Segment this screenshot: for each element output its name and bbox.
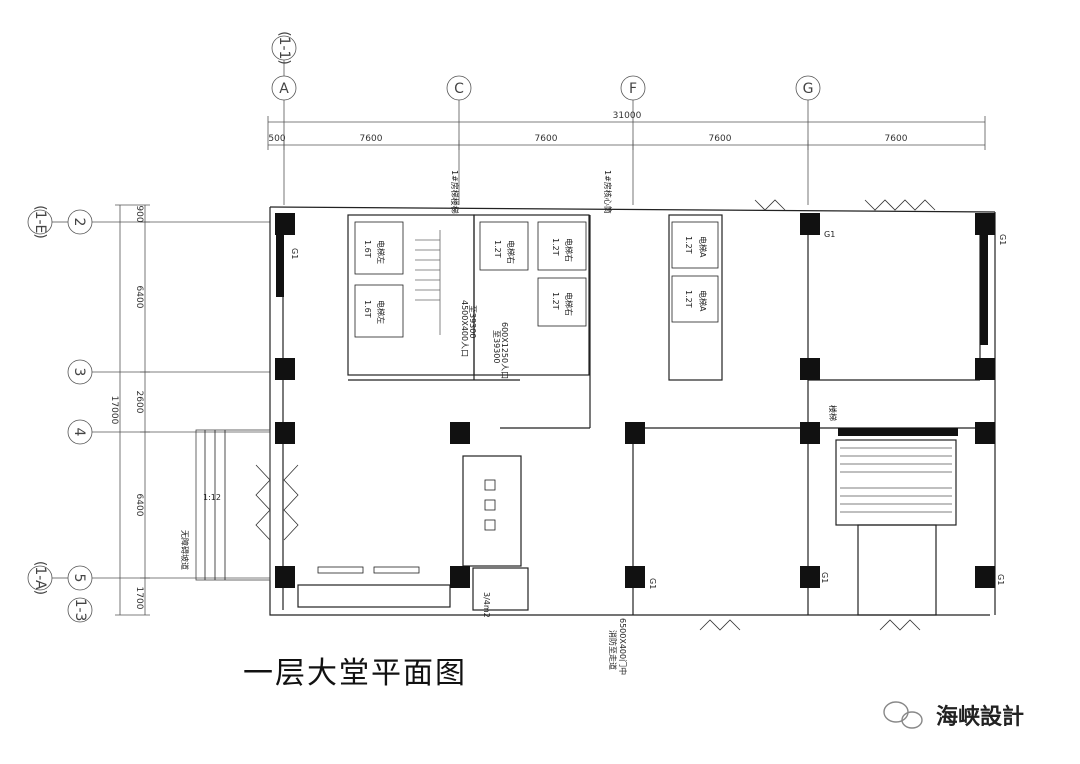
dim-top-3: 7600 xyxy=(709,134,732,144)
elevator-g-cap: 1.2T xyxy=(684,290,693,308)
label-core-1: 1#房核心筒 xyxy=(603,170,613,214)
wechat-icon xyxy=(883,701,923,729)
elevator-c-label: 电梯右 xyxy=(506,240,516,264)
grid-label-3: 3 xyxy=(71,368,87,377)
elevator-cars xyxy=(195,199,952,631)
watermark: 海峡設計 xyxy=(883,701,1024,730)
g1-label-1: G1 xyxy=(290,248,299,259)
grid-label-6: 1-3 xyxy=(72,599,88,622)
note-right-1: 6500X400门中 xyxy=(618,618,628,675)
elevator-b-cap: 1.6T xyxy=(363,300,372,318)
elevator-a-cap: 1.6T xyxy=(363,240,372,258)
g1-label-6: G1 xyxy=(996,574,1005,585)
stair-2-label: 楼梯 xyxy=(828,405,838,421)
watermark-text: 海峡設計 xyxy=(936,704,1024,730)
label-stair-1: 1#房梯楼梯 xyxy=(450,170,460,214)
elevator-e-cap: 1.2T xyxy=(551,292,560,310)
elevator-g-label: 电梯A xyxy=(698,290,708,312)
dim-top-0: 500 xyxy=(268,134,285,144)
drawing-title: 一层大堂平面图 xyxy=(243,656,467,691)
dim-left-3: 6400 xyxy=(134,494,144,517)
grid-label-a-secondary: (1-1) xyxy=(276,31,292,65)
shaft-2-sub: 至39300 xyxy=(492,330,501,363)
grid-label-4: 4 xyxy=(71,428,87,437)
ramp-slope: 1:12 xyxy=(203,493,221,502)
dim-top-1: 7600 xyxy=(360,134,383,144)
grid-label-2-sub: (1-E) xyxy=(32,205,48,239)
ramp-label: 无障碍坡道 xyxy=(180,530,190,570)
dim-left-1: 6400 xyxy=(134,286,144,309)
g1-label-3: G1 xyxy=(998,234,1007,245)
left-grid-axis xyxy=(27,204,270,623)
grid-bubble-6 xyxy=(67,597,93,623)
g1-label-5: G1 xyxy=(820,572,829,583)
dim-left-0: 900 xyxy=(134,205,144,222)
dim-left-2: 2600 xyxy=(134,391,144,414)
elevator-a-label: 电梯左 xyxy=(376,240,386,264)
dim-top-4: 7600 xyxy=(885,134,908,144)
note-right-2: 消防至走道 xyxy=(608,630,618,670)
bottom-mid-label: 3/4m2 xyxy=(482,592,491,618)
elevator-f-cap: 1.2T xyxy=(684,236,693,254)
elevator-c-cap: 1.2T xyxy=(493,240,502,258)
structural-columns xyxy=(275,213,995,588)
grid-label-f: F xyxy=(629,81,637,97)
shaft-2-label: 600X1250人口 xyxy=(500,322,509,379)
shaft-1-sub: 至39300 xyxy=(468,305,477,338)
grid-label-g: G xyxy=(803,81,814,97)
elevator-e-label: 电梯右 xyxy=(564,292,574,316)
grid-label-5-sub: (1-A) xyxy=(32,561,48,595)
elevator-b-label: 电梯左 xyxy=(376,300,386,324)
g1-label-4: G1 xyxy=(648,578,657,589)
dim-top-total: 31000 xyxy=(613,111,642,121)
g1-label-2: G1 xyxy=(824,230,835,239)
elevator-f-label: 电梯A xyxy=(698,236,708,258)
grid-label-a: A xyxy=(279,81,289,97)
grid-label-c: C xyxy=(454,81,464,97)
shaft-1-label: 4500X400人口 xyxy=(460,300,469,357)
building-walls xyxy=(269,206,996,616)
grid-label-2: 2 xyxy=(71,218,87,227)
elevator-d-cap: 1.2T xyxy=(551,238,560,256)
elevator-d-label: 电梯右 xyxy=(564,238,574,262)
dim-left-total: 17000 xyxy=(109,396,119,425)
grid-label-5: 5 xyxy=(71,574,87,583)
dim-left-4: 1700 xyxy=(134,587,144,610)
dim-top-2: 7600 xyxy=(535,134,558,144)
top-grid-axis xyxy=(267,35,986,205)
